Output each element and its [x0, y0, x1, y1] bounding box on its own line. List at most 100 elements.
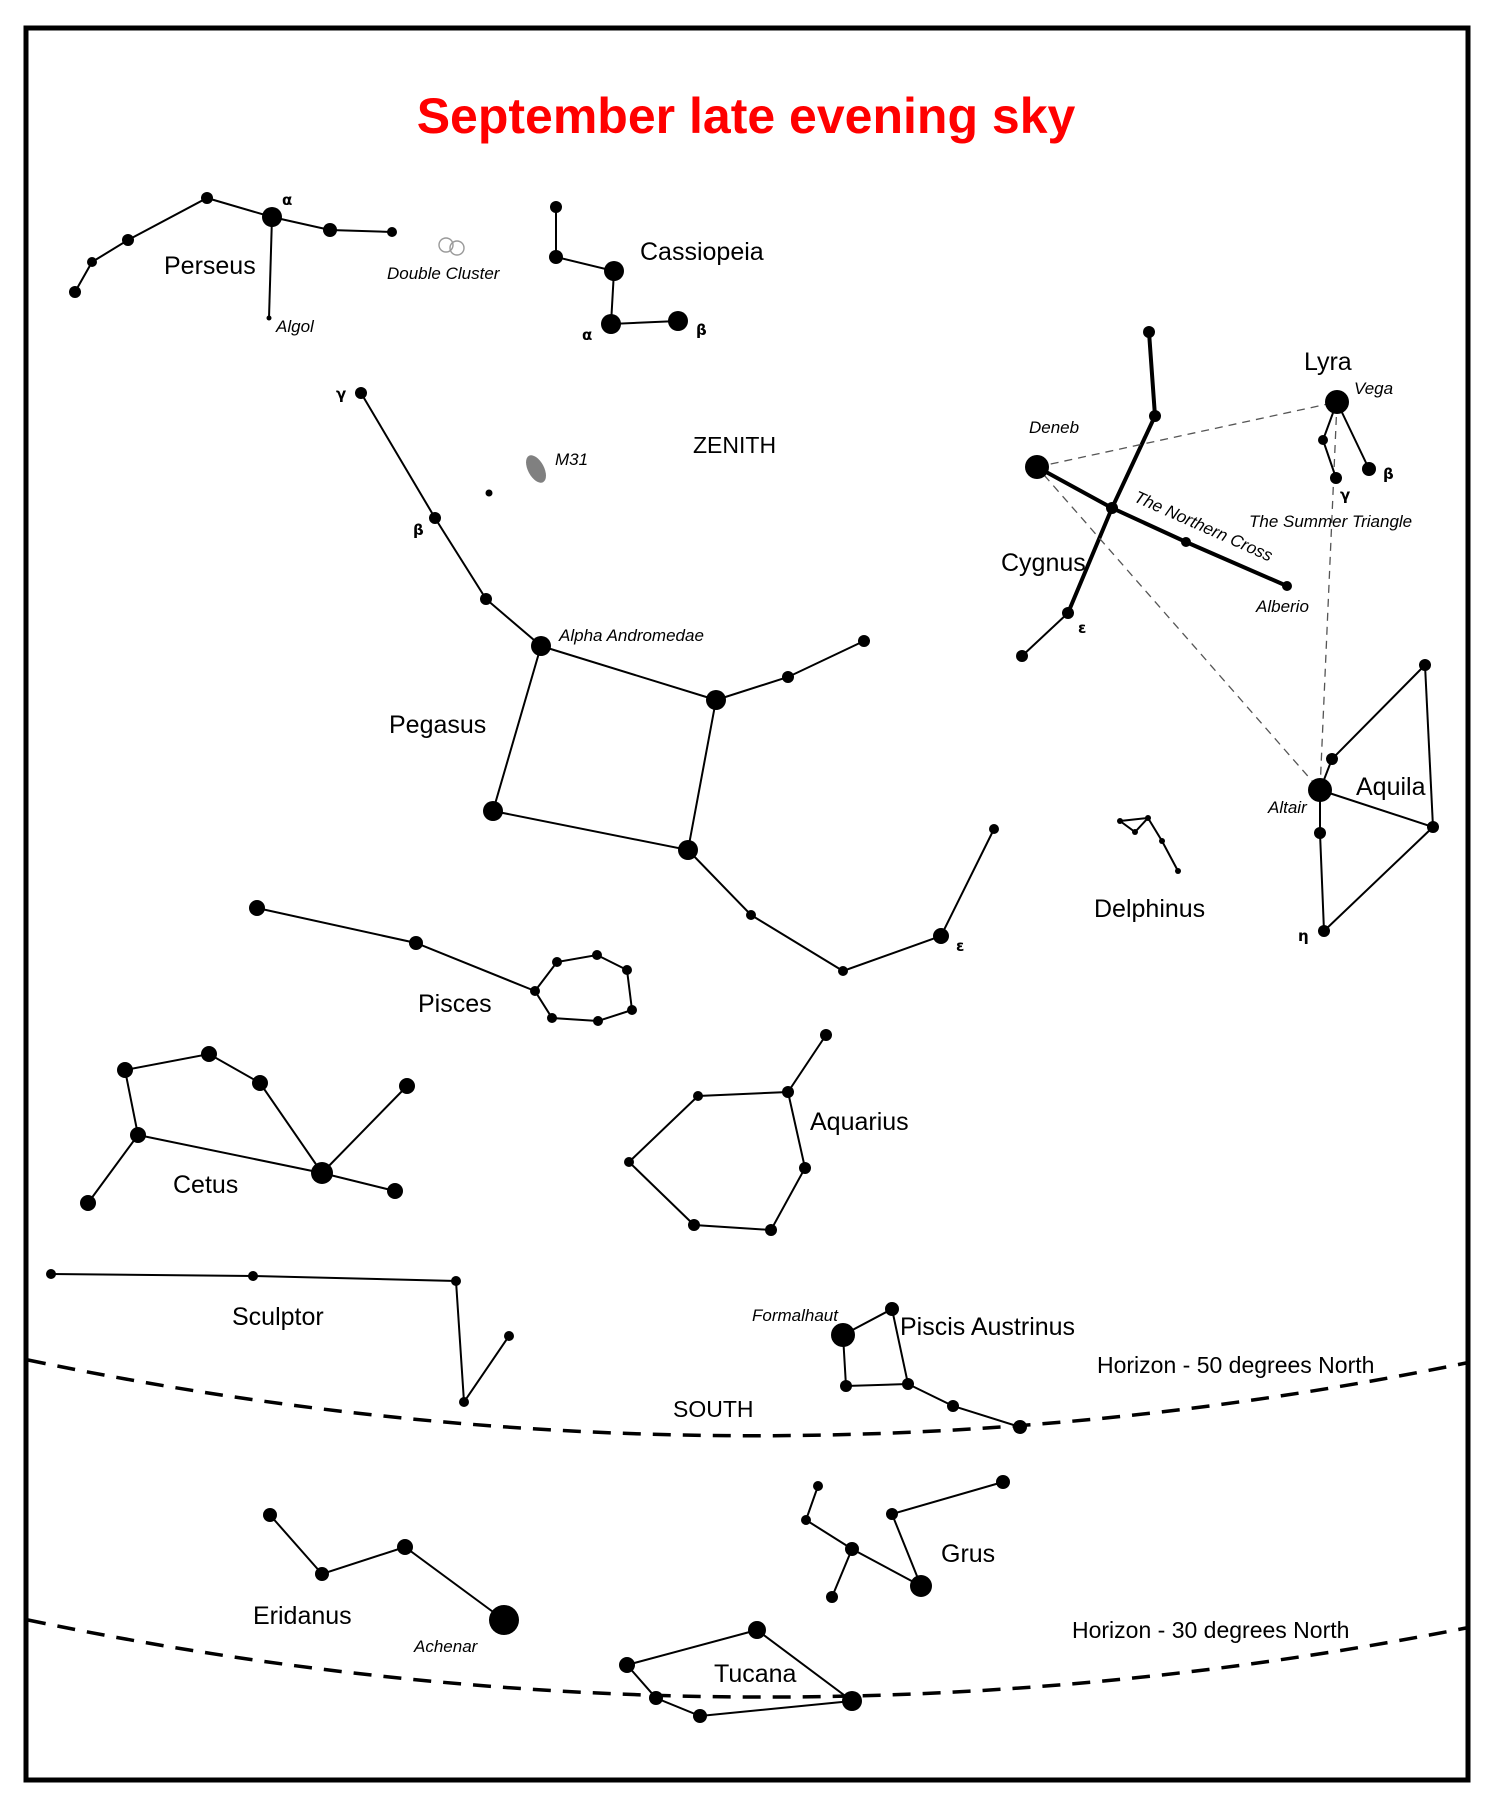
star	[838, 966, 848, 976]
horizon-50-label: Horizon - 50 degrees North	[1097, 1352, 1374, 1378]
star	[1016, 650, 1028, 662]
star	[87, 257, 97, 267]
star	[902, 1378, 914, 1390]
zenith-label: ZENITH	[693, 432, 776, 458]
star	[549, 250, 563, 264]
star	[201, 192, 213, 204]
label-double-cluster: Double Cluster	[387, 264, 501, 283]
label-vega: Vega	[1354, 379, 1393, 398]
star	[748, 1621, 766, 1639]
star-mirfak	[262, 207, 282, 227]
label-piscis-austrinus: Piscis Austrinus	[900, 1313, 1075, 1341]
star	[46, 1269, 56, 1279]
star	[858, 635, 870, 647]
constellation-labels: Perseus Cassiopeia Lyra Cygnus Pegasus A…	[164, 238, 1426, 1688]
star	[1326, 753, 1338, 765]
star	[627, 1005, 637, 1015]
star	[619, 1657, 635, 1673]
star	[820, 1029, 832, 1041]
chart-frame	[23, 25, 1471, 1783]
pisces-circlet	[533, 953, 634, 1023]
star	[746, 910, 756, 920]
label-aquarius: Aquarius	[810, 1108, 909, 1136]
greek-beta-cassiopeia: β	[696, 321, 707, 339]
star	[547, 1013, 557, 1023]
star	[886, 1508, 898, 1520]
star	[649, 1691, 663, 1705]
greek-labels: α α β γ β γ β ε ε η	[282, 191, 1394, 955]
star	[1117, 818, 1123, 824]
star-altair	[1308, 778, 1332, 802]
label-tucana: Tucana	[714, 1660, 797, 1688]
greek-beta-lyra: β	[1383, 465, 1394, 483]
star	[910, 1575, 932, 1597]
label-algol: Algol	[275, 317, 315, 336]
star-beta-andromedae	[429, 512, 441, 524]
star	[530, 986, 540, 996]
star	[552, 957, 562, 967]
star	[842, 1691, 862, 1711]
label-altair: Altair	[1267, 798, 1308, 817]
star	[252, 1075, 268, 1091]
horizon-30-line	[27, 1618, 1467, 1699]
star	[1419, 659, 1431, 671]
grus-lines-b	[831, 1548, 853, 1598]
star-epsilon-pegasi	[933, 928, 949, 944]
star-epsilon-cygni	[1062, 607, 1074, 619]
star	[80, 1195, 96, 1211]
star	[311, 1162, 333, 1184]
star	[387, 227, 397, 237]
star	[593, 1016, 603, 1026]
label-achenar: Achenar	[413, 1637, 479, 1656]
star	[1159, 838, 1165, 844]
star	[201, 1046, 217, 1062]
star	[840, 1380, 852, 1392]
label-alberio: Alberio	[1255, 597, 1309, 616]
tucana-lines	[625, 1628, 855, 1718]
star-formalhaut	[831, 1323, 855, 1347]
star	[1106, 502, 1118, 514]
star	[799, 1162, 811, 1174]
double-cluster-icon	[438, 237, 465, 256]
star	[1013, 1420, 1027, 1434]
horizon-50-line	[27, 1358, 1467, 1438]
star	[451, 1276, 461, 1286]
star-vega	[1325, 390, 1349, 414]
star	[459, 1397, 469, 1407]
star	[688, 1219, 700, 1231]
star-alpha-cassiopeiae	[601, 314, 621, 334]
greek-eta-aquila: η	[1298, 927, 1309, 945]
eridanus-lines	[269, 1514, 505, 1621]
label-formalhaut: Formalhaut	[752, 1306, 839, 1325]
label-delphinus: Delphinus	[1094, 895, 1205, 923]
star	[622, 965, 632, 975]
star	[947, 1400, 959, 1412]
greek-epsilon-pegasus: ε	[956, 937, 964, 955]
star-beta-lyrae	[1362, 462, 1376, 476]
star-alberio	[1282, 581, 1292, 591]
cygnus-long-arm	[1066, 331, 1158, 614]
label-summer-triangle: The Summer Triangle	[1249, 512, 1412, 531]
label-cygnus: Cygnus	[1001, 549, 1086, 577]
star	[782, 1086, 794, 1098]
greek-alpha-cassiopeia: α	[582, 326, 592, 344]
star-algol	[266, 315, 272, 321]
star-eta-aquilae	[1318, 925, 1330, 937]
star	[1143, 326, 1155, 338]
star	[813, 1481, 823, 1491]
star	[592, 950, 602, 960]
star	[1175, 868, 1181, 874]
star	[706, 690, 726, 710]
star-alpha-andromedae	[531, 636, 551, 656]
label-aquila: Aquila	[1356, 773, 1426, 801]
star	[399, 1078, 415, 1094]
star-deneb	[1025, 455, 1049, 479]
star	[397, 1539, 413, 1555]
star	[1149, 410, 1161, 422]
star	[485, 489, 493, 497]
star	[69, 286, 81, 298]
aquila-lines-b	[1424, 664, 1434, 828]
star	[122, 234, 134, 246]
star	[624, 1157, 634, 1167]
label-m31: M31	[555, 450, 588, 469]
